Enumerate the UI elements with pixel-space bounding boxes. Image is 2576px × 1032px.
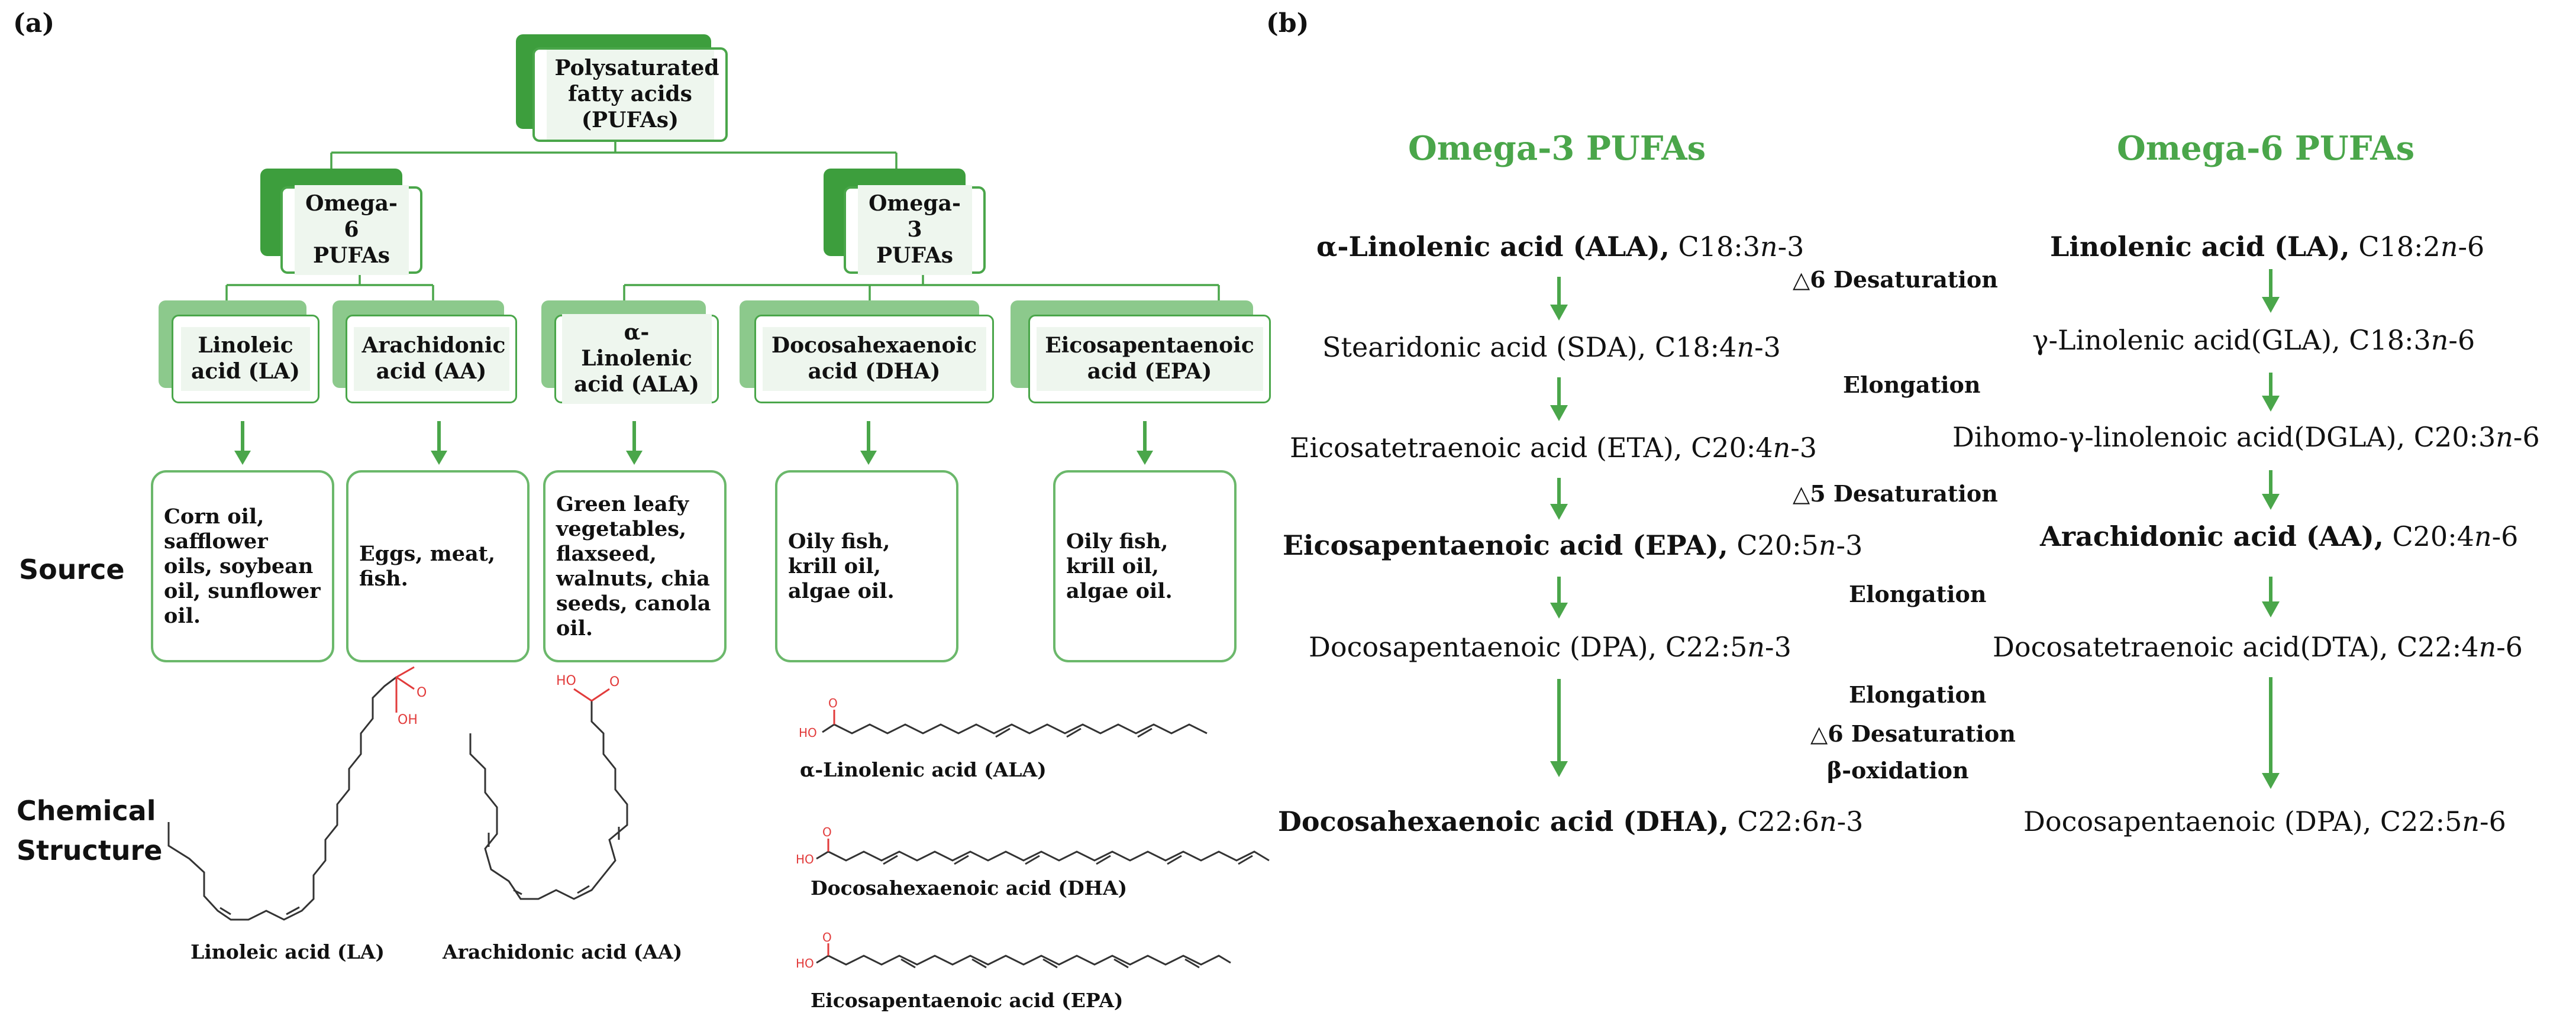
omega3-acid-0: α-Linolenic acid (ALA), C18:3n-3: [1316, 231, 1805, 263]
step-delta5-desaturation: △5 Desaturation: [1793, 480, 1998, 507]
step-elongation-3: Elongation: [1849, 681, 1987, 708]
omega6-acid-1: γ-Linolenic acid(GLA), C18:3n-6: [2032, 324, 2475, 356]
source-arrows: [234, 421, 1153, 465]
omega3-acid-4: Docosapentaenoic (DPA), C22:5n-3: [1309, 631, 1791, 663]
omega6-node: Omega-6 PUFAs: [260, 169, 423, 275]
leaf-aa-label: Arachidonic acid (AA): [353, 327, 509, 391]
structure-ala-label: α-Linolenic acid (ALA): [800, 758, 1047, 781]
step-beta-oxidation: β-oxidation: [1827, 757, 1969, 784]
omega6-acid-0: Linolenic acid (LA), C18:2n-6: [2050, 231, 2485, 263]
leaf-ala: α-Linolenic acid (ALA): [541, 300, 719, 405]
structure-epa: [816, 943, 1231, 969]
omega3-acid-2: Eicosatetraenoic acid (ETA), C20:4n-3: [1290, 432, 1818, 464]
omega3-node-label: Omega-3 PUFAs: [857, 185, 972, 275]
step-delta6-desaturation-2: △6 Desaturation: [1810, 720, 2016, 747]
root-node-label: Polysaturated fatty acids (PUFAs): [546, 50, 719, 140]
omega6-acid-4: Docosatetraenoic acid(DTA), C22:4n-6: [1993, 631, 2523, 663]
structure-dha-ho: HO: [796, 852, 814, 866]
panel-a-label: (a): [13, 8, 55, 38]
root-node: Polysaturated fatty acids (PUFAs): [516, 34, 728, 142]
leaf-la-label: Linoleic acid (LA): [181, 327, 310, 391]
structure-dha-label: Docosahexaenoic acid (DHA): [811, 876, 1128, 900]
structure-aa-o: O: [609, 675, 619, 690]
source-box-dha: Oily fish, krill oil, algae oil.: [775, 470, 958, 662]
leaf-dha-label: Docosahexaenoic acid (DHA): [762, 327, 986, 391]
leaf-la: Linoleic acid (LA): [159, 300, 319, 405]
source-box-ala: Green leafy vegetables, flaxseed, walnut…: [543, 470, 727, 662]
structure-la: [167, 666, 415, 921]
leaf-dha: Docosahexaenoic acid (DHA): [740, 300, 994, 405]
structure-row-label: Chemical Structure: [17, 795, 163, 866]
leaf-epa: Eicosapentaenoic acid (EPA): [1011, 300, 1271, 405]
structure-aa-label: Arachidonic acid (AA): [443, 940, 683, 963]
omega6-acid-5: Docosapentaenoic (DPA), C22:5n-6: [2023, 805, 2506, 837]
omega3-acid-3: Eicosapentaenoic acid (EPA), C20:5n-3: [1283, 529, 1863, 561]
step-elongation-2: Elongation: [1849, 581, 1987, 607]
panel-b-label: (b): [1266, 8, 1309, 38]
structure-epa-ho: HO: [796, 956, 814, 970]
omega6-title: Omega-6 PUFAs: [2117, 129, 2415, 168]
structure-aa-ho: HO: [556, 674, 576, 688]
source-box-epa: Oily fish, krill oil, algae oil.: [1053, 470, 1237, 662]
omega6-acid-3: Arachidonic acid (AA), C20:4n-6: [2040, 520, 2519, 552]
omega3-acid-5: Docosahexaenoic acid (DHA), C22:6n-3: [1278, 805, 1864, 837]
structure-la-o: O: [417, 685, 427, 700]
structure-dha: [816, 839, 1270, 865]
structure-la-oh: OH: [398, 713, 418, 727]
leaf-aa: Arachidonic acid (AA): [333, 300, 517, 405]
step-elongation-1: Elongation: [1843, 371, 1981, 398]
structure-ala-ho: HO: [799, 726, 817, 740]
source-box-la: Corn oil, safflower oils, soybean oil, s…: [151, 470, 334, 662]
structure-aa: [469, 688, 628, 900]
source-row-label: Source: [19, 554, 125, 585]
step-delta6-desaturation: △6 Desaturation: [1793, 266, 1998, 293]
structure-dha-o: O: [822, 825, 832, 839]
omega3-title: Omega-3 PUFAs: [1408, 129, 1706, 168]
omega6-node-label: Omega-6 PUFAs: [294, 185, 409, 275]
structure-ala-o: O: [828, 696, 838, 710]
structure-la-label: Linoleic acid (LA): [191, 940, 385, 963]
structure-epa-o: O: [822, 930, 832, 944]
structure-epa-label: Eicosapentaenoic acid (EPA): [811, 989, 1124, 1012]
omega6-acid-2: Dihomo-γ-linolenoic acid(DGLA), C20:3n-6: [1952, 421, 2540, 453]
source-box-aa: Eggs, meat, fish.: [346, 470, 530, 662]
leaf-epa-label: Eicosapentaenoic acid (EPA): [1036, 327, 1263, 391]
omega3-acid-1: Stearidonic acid (SDA), C18:4n-3: [1322, 331, 1781, 363]
leaf-ala-label: α-Linolenic acid (ALA): [561, 314, 712, 404]
omega3-node: Omega-3 PUFAs: [824, 169, 986, 275]
structure-ala: [822, 710, 1208, 738]
